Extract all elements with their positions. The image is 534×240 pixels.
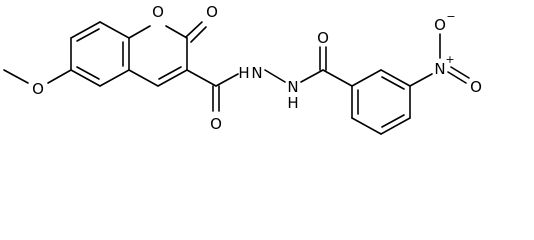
bond-benzo-6-inner bbox=[76, 66, 100, 80]
atom-nitro-n-charge: + bbox=[445, 53, 454, 66]
bond-aryl-5-inner bbox=[381, 76, 405, 90]
bond-benzo-2 bbox=[70, 21, 101, 39]
bond-c3-c4-inner bbox=[158, 66, 182, 80]
atom-lactone-o: O bbox=[206, 3, 218, 21]
bond-aryl-2 bbox=[351, 117, 382, 135]
bond-c3-amide1 bbox=[186, 69, 217, 87]
atom-methoxy-o: O bbox=[32, 80, 44, 98]
bond-benzo-6 bbox=[70, 69, 101, 87]
bond-amide2-aryl bbox=[322, 69, 353, 87]
bond-aryl-5 bbox=[380, 69, 411, 87]
bond-lactone-co-a bbox=[185, 21, 203, 38]
bond-o1-c2 bbox=[165, 25, 188, 39]
bond-benzo-2-inner bbox=[76, 28, 100, 42]
atom-ring-o: O bbox=[152, 3, 164, 21]
atom-n2: N bbox=[287, 78, 298, 96]
atom-amide2-o: O bbox=[317, 29, 329, 47]
molecule-svg: O O O O H N N H O N + O − O bbox=[3, 3, 482, 135]
bond-nitro-o2-b bbox=[450, 66, 470, 79]
atom-n1: N bbox=[251, 64, 262, 82]
atom-nitro-n: N bbox=[434, 60, 445, 78]
atom-nitro-o1-charge: − bbox=[446, 10, 455, 23]
bond-n1-n2 bbox=[264, 69, 286, 83]
bond-o-aryl bbox=[47, 69, 72, 84]
atom-nitro-o1: O bbox=[434, 16, 446, 34]
bond-benzo-3 bbox=[99, 21, 130, 39]
bond-methyl-o bbox=[3, 69, 29, 84]
bond-aryl-3-inner bbox=[381, 114, 405, 128]
bond-c4-c4a bbox=[128, 69, 159, 87]
atom-nh1-h: H bbox=[238, 64, 249, 82]
bond-lactone-co-b bbox=[190, 26, 207, 43]
bond-aryl-6 bbox=[351, 69, 382, 87]
bond-nitro-o2-a bbox=[447, 71, 467, 84]
atom-nitro-o2: O bbox=[470, 78, 482, 96]
bond-c3-c4 bbox=[157, 69, 188, 87]
bond-aryl-nitro bbox=[409, 73, 433, 87]
bonds bbox=[3, 21, 470, 135]
atom-nh2-h: H bbox=[287, 94, 298, 112]
bond-aryl-3 bbox=[380, 117, 411, 135]
bond-amide1-n1 bbox=[215, 73, 239, 87]
bond-benzo-5 bbox=[99, 69, 130, 87]
bond-n2-amide2 bbox=[300, 69, 324, 83]
structure-diagram: O O O O H N N H O N + O − O bbox=[3, 3, 482, 135]
atom-amide1-o: O bbox=[210, 115, 222, 133]
atom-labels: O O O O H N N H O N + O − O bbox=[32, 3, 482, 133]
bond-c8a-o1 bbox=[128, 25, 151, 39]
